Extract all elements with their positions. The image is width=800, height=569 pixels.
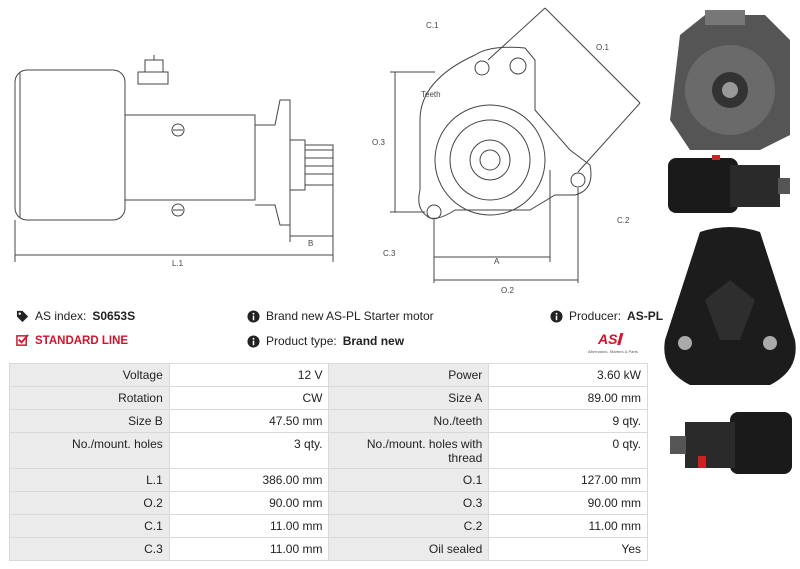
- product-description: Brand new AS-PL Starter motor: [266, 309, 434, 323]
- table-row: O.2 90.00 mm O.3 90.00 mm: [9, 491, 648, 515]
- spec-key: Power: [328, 363, 490, 387]
- dim-label-l1: L.1: [172, 259, 184, 268]
- table-row: C.1 11.00 mm C.2 11.00 mm: [9, 514, 648, 538]
- spec-table: Voltage 12 V Power 3.60 kW Rotation CW S…: [9, 363, 648, 561]
- spec-value: 11.00 mm: [168, 514, 330, 538]
- dim-label-b: B: [308, 239, 313, 248]
- as-index-value: S0653S: [92, 309, 136, 323]
- product-type-label: Product type:: [266, 334, 337, 348]
- as-pl-logo: AS Alternators, Starters & Parts: [588, 331, 638, 354]
- producer-value: AS-PL: [627, 309, 664, 323]
- photo-side-small: [668, 155, 790, 213]
- photo-housing: [664, 227, 796, 385]
- logo-subtitle: Alternators, Starters & Parts: [588, 349, 638, 354]
- table-row: L.1 386.00 mm O.1 127.00 mm: [9, 468, 648, 492]
- spec-value: 11.00 mm: [168, 537, 330, 561]
- spec-key: L.1: [9, 468, 170, 492]
- spec-key: Voltage: [9, 363, 170, 387]
- photo-side-large: [670, 412, 792, 474]
- as-index-row: AS index: S0653S: [16, 309, 135, 323]
- front-view: [390, 7, 641, 283]
- spec-value: 12 V: [168, 363, 330, 387]
- spec-key: Rotation: [9, 386, 170, 410]
- dim-label-c2: C.2: [617, 216, 630, 225]
- spec-key: C.1: [9, 514, 170, 538]
- spec-value: Yes: [488, 537, 648, 561]
- description-row: Brand new AS-PL Starter motor: [247, 309, 434, 323]
- spec-value: 90.00 mm: [488, 491, 648, 515]
- spec-key: No./teeth: [328, 409, 490, 433]
- side-view: [14, 55, 334, 262]
- product-type-value: Brand new: [342, 334, 405, 348]
- table-row: Voltage 12 V Power 3.60 kW: [9, 363, 648, 387]
- producer-row: Producer: AS-PL: [550, 309, 663, 323]
- dim-label-o3: O.3: [372, 138, 385, 147]
- spec-value: CW: [168, 386, 330, 410]
- info-icon: [550, 309, 563, 323]
- info-icon: [247, 334, 260, 348]
- spec-value: 9 qty.: [488, 409, 648, 433]
- spec-key: C.3: [9, 537, 170, 561]
- spec-key: No./mount. holes with thread: [328, 432, 490, 469]
- dim-label-c1: C.1: [426, 21, 439, 30]
- table-row: C.3 11.00 mm Oil sealed Yes: [9, 537, 648, 561]
- logo-text: AS: [597, 331, 618, 347]
- producer-label: Producer:: [569, 309, 622, 323]
- standard-line-row: STANDARD LINE: [16, 334, 128, 347]
- product-type-row: Product type: Brand new: [247, 334, 404, 348]
- spec-value: 11.00 mm: [488, 514, 648, 538]
- standard-line-label: STANDARD LINE: [35, 334, 129, 347]
- spec-key: Size A: [328, 386, 490, 410]
- product-photos: [660, 0, 800, 569]
- spec-value: 386.00 mm: [168, 468, 330, 492]
- spec-value: 127.00 mm: [488, 468, 648, 492]
- spec-key: No./mount. holes: [9, 432, 170, 469]
- spec-key: O.2: [9, 491, 170, 515]
- table-row: Size B 47.50 mm No./teeth 9 qty.: [9, 409, 648, 433]
- checkbox-check-icon: [16, 334, 29, 346]
- info-icon: [247, 309, 260, 323]
- spec-value: 3 qty.: [168, 432, 330, 469]
- spec-value: 90.00 mm: [168, 491, 330, 515]
- table-row: Rotation CW Size A 89.00 mm: [9, 386, 648, 410]
- spec-value: 89.00 mm: [488, 386, 648, 410]
- photo-strip: [664, 10, 796, 474]
- technical-drawing: L.1 B C.1 O.1 Teeth O.3 C.3 C.2 A O.2: [14, 7, 641, 295]
- photo-front: [670, 10, 790, 150]
- tag-icon: [16, 310, 29, 322]
- spec-key: O.1: [328, 468, 490, 492]
- as-index-label: AS index:: [35, 309, 87, 323]
- dim-label-c3: C.3: [383, 249, 396, 258]
- spec-key: C.2: [328, 514, 490, 538]
- dim-label-o1: O.1: [596, 43, 609, 52]
- spec-key: Oil sealed: [328, 537, 490, 561]
- dim-label-o2: O.2: [501, 286, 514, 295]
- dim-label-a: A: [494, 257, 500, 266]
- spec-value: 0 qty.: [488, 432, 648, 469]
- spec-value: 47.50 mm: [168, 409, 330, 433]
- spec-key: Size B: [9, 409, 170, 433]
- spec-value: 3.60 kW: [488, 363, 648, 387]
- table-row: No./mount. holes 3 qty. No./mount. holes…: [9, 432, 648, 469]
- spec-key: O.3: [328, 491, 490, 515]
- dim-label-teeth: Teeth: [421, 90, 441, 99]
